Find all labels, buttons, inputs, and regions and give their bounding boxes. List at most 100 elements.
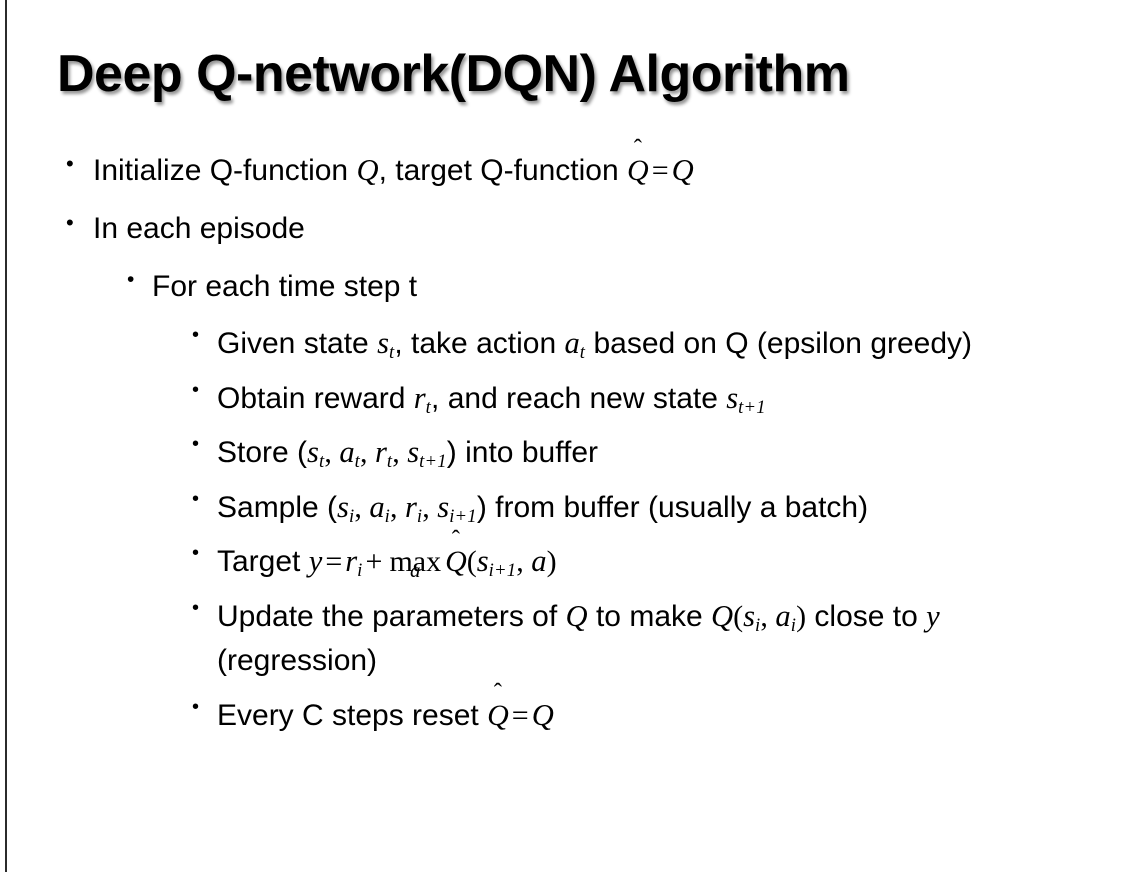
math-subscript-t: t (579, 342, 586, 364)
text-fragment: , (422, 490, 438, 524)
text-fragment: , target Q-function (378, 154, 628, 187)
math-subscript-i: i (384, 506, 390, 528)
math-subscript-i-plus-1: i+1 (449, 506, 477, 528)
text-fragment: Sample ( (217, 490, 338, 524)
bullet-in-each-episode-text: In each episode (93, 212, 305, 246)
slide-body-bullet-list: • Initialize Q-function Q, target Q-func… (0, 148, 1124, 747)
text-fragment: Target (217, 545, 309, 579)
bullet-marker-icon: • (192, 695, 200, 718)
math-symbol-y: y (926, 598, 940, 633)
bullet-marker-icon: • (192, 324, 200, 347)
math-subscript-i: i (348, 506, 355, 528)
math-symbol-r: r (405, 489, 417, 524)
slide-title: Deep Q-network(DQN) Algorithm (57, 45, 850, 103)
math-symbol-s: s (437, 489, 450, 524)
bullet-initialize: • Initialize Q-function Q, target Q-func… (0, 148, 1124, 193)
text-fragment: Store ( (217, 436, 308, 470)
math-symbol-a: a (339, 435, 355, 470)
math-paren-open: ( (733, 599, 744, 633)
text-fragment: , (760, 599, 776, 633)
math-subscript-i: i (755, 615, 761, 637)
text-fragment: close to (806, 599, 927, 633)
math-operator-equals: = (325, 545, 343, 579)
math-symbol-q-hat: ̂Q (627, 149, 649, 193)
bullet-marker-icon: • (192, 433, 200, 456)
math-symbol-base: Q (487, 698, 509, 732)
math-symbol-s: s (407, 435, 420, 470)
bullet-target-value: • Target y=ri+maxâQ(si+1, a) (0, 539, 1124, 585)
bullet-marker-icon: • (66, 210, 74, 236)
text-fragment: , (354, 490, 370, 524)
text-fragment: ) into buffer (446, 436, 598, 470)
text-fragment: ) from buffer (usually a batch) (476, 490, 869, 524)
math-symbol-q-hat: ̂Q (487, 694, 509, 738)
bullet-marker-icon: • (127, 268, 135, 292)
slide-left-edge-rule (5, 0, 7, 872)
math-symbol-a: a (564, 326, 580, 361)
text-fragment: Every C steps reset (217, 698, 488, 732)
text-fragment: , and reach new state (431, 381, 727, 415)
math-symbol-y: y (308, 544, 323, 579)
bullet-marker-icon: • (192, 596, 200, 619)
bullet-obtain-reward: • Obtain reward rt, and reach new state … (0, 376, 1124, 422)
math-operator-equals: = (651, 154, 669, 187)
bullet-store-transition-text: Store (st, at, rt, st+1) into buffer (217, 430, 1124, 476)
text-fragment: , (324, 436, 340, 470)
math-symbol-r: r (413, 380, 426, 415)
bullet-update-parameters: • Update the parameters of Q to make Q(s… (0, 594, 1124, 684)
math-symbol-q: Q (565, 598, 588, 633)
bullet-given-state-text: Given state st, take action at based on … (217, 321, 1124, 367)
bullet-reset-target: • Every C steps reset ̂Q=Q (0, 693, 1124, 738)
math-symbol-q: Q (671, 153, 694, 187)
math-paren-close: ) (796, 599, 807, 633)
math-symbol-base: Q (627, 154, 649, 187)
math-symbol-a: a (531, 544, 547, 579)
math-symbol-s: s (337, 489, 349, 524)
math-operator-max-label: max (389, 545, 442, 579)
text-fragment: , (359, 436, 375, 470)
text-fragment: , (390, 490, 405, 524)
math-subscript-i: i (790, 615, 797, 637)
math-symbol-s: s (377, 326, 389, 361)
math-paren-open: ( (466, 545, 477, 579)
bullet-marker-icon: • (192, 487, 200, 510)
text-fragment: , (516, 545, 532, 579)
math-subscript-t: t (354, 451, 360, 473)
bullet-update-parameters-text: Update the parameters of Q to make Q(si,… (217, 594, 1124, 684)
math-subscript-t-plus-1: t+1 (738, 397, 766, 419)
math-symbol-a: a (369, 489, 385, 524)
math-subscript-t: t (425, 397, 432, 419)
math-subscript-t: t (318, 451, 325, 473)
math-symbol-s: s (476, 544, 489, 579)
math-symbol-r: r (345, 544, 358, 579)
math-subscript-i: i (416, 506, 423, 528)
bullet-marker-icon: • (66, 151, 74, 176)
bullet-initialize-text: Initialize Q-function Q, target Q-functi… (93, 148, 1124, 193)
math-paren-close: ) (546, 545, 557, 579)
math-operator-plus: + (365, 545, 383, 579)
math-operator-max-underset: a (410, 558, 421, 583)
math-symbol-q-hat: ̂Q (445, 540, 467, 584)
bullet-sample-batch: • Sample (si, ai, ri, si+1) from buffer … (0, 485, 1124, 531)
math-symbol-r: r (374, 435, 387, 470)
math-symbol-s: s (307, 435, 319, 470)
text-fragment: to make (587, 599, 712, 633)
bullet-given-state: • Given state st, take action at based o… (0, 321, 1124, 367)
bullet-in-each-episode: • In each episode (0, 207, 1124, 251)
math-subscript-i-plus-1: i+1 (488, 560, 517, 582)
text-fragment: Update the parameters of (217, 599, 566, 633)
math-subscript-t: t (388, 342, 395, 364)
bullet-store-transition: • Store (st, at, rt, st+1) into buffer (0, 430, 1124, 476)
bullet-obtain-reward-text: Obtain reward rt, and reach new state st… (217, 376, 1124, 422)
text-fragment: , take action (394, 327, 565, 361)
math-symbol-a: a (775, 598, 791, 633)
math-symbol-s: s (726, 380, 739, 415)
text-fragment: Initialize Q-function (93, 154, 357, 187)
math-subscript-t-plus-1: t+1 (419, 451, 447, 473)
math-operator-equals: = (511, 698, 529, 732)
text-fragment: based on Q (epsilon greedy) (585, 327, 973, 361)
bullet-target-value-text: Target y=ri+maxâQ(si+1, a) (217, 539, 1124, 585)
bullet-for-each-time-step-text: For each time step t (152, 270, 418, 304)
